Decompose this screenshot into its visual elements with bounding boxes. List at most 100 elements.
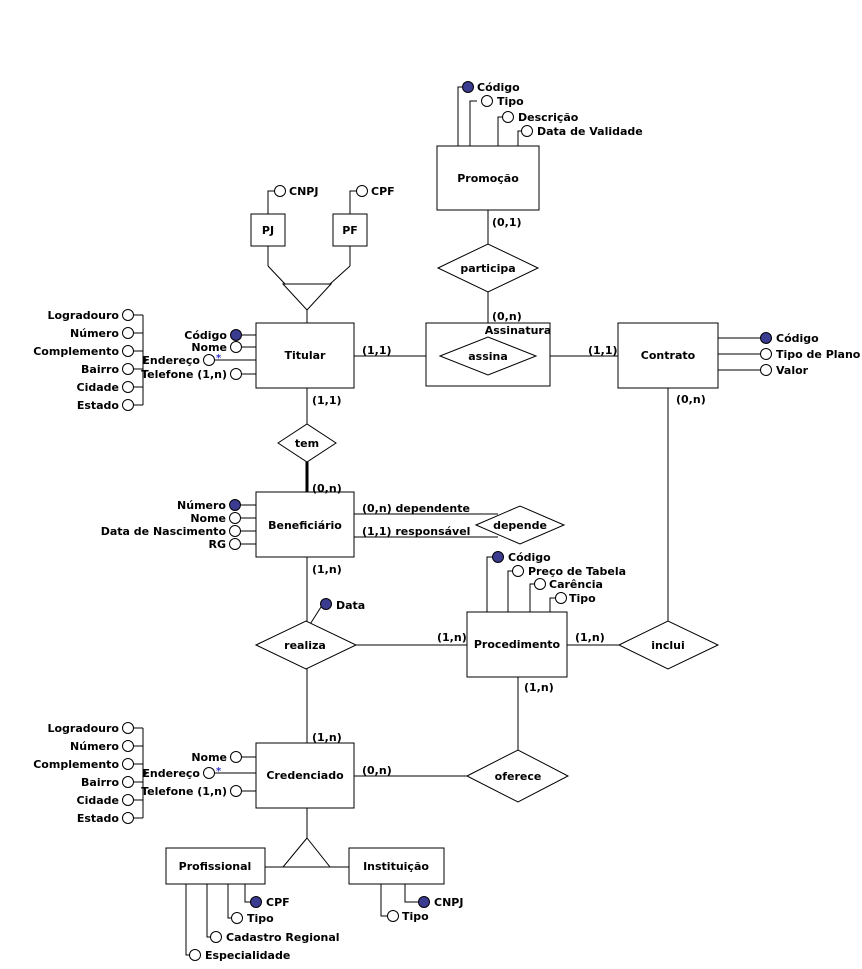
relationship-inclui-label: inclui [651, 639, 685, 652]
attributes-credenciado: Nome * Endereço Telefone (1,n) [141, 751, 242, 798]
identifier-dot [418, 896, 430, 908]
attribute-label: Código [508, 551, 551, 564]
cardinality-label: (0,1) [492, 216, 522, 229]
identifier-dot [229, 499, 241, 511]
relationship-tem[interactable]: tem [277, 423, 337, 463]
attributes-contrato: Código Tipo de Plano Valor [760, 332, 861, 377]
attribute-label: Especialidade [205, 949, 290, 962]
attribute-label: Logradouro [47, 722, 119, 735]
attributes-realiza: Data [320, 598, 365, 612]
attribute-dot [481, 95, 493, 107]
relationship-assina-label: assina [468, 350, 508, 363]
multivalued-marker: * [216, 353, 222, 364]
attribute-dot [122, 812, 134, 824]
attribute-label: Código [184, 329, 227, 342]
relationship-participa[interactable]: participa [436, 243, 540, 293]
relationship-tem-label: tem [295, 437, 319, 450]
attributes-titular: Código Nome * Endereço Telefone (1,n) [141, 329, 242, 381]
entity-titular[interactable]: Titular [255, 322, 355, 389]
attribute-label: Código [776, 332, 819, 345]
entity-assinatura-label: Assinatura [485, 324, 552, 337]
specialization-titular-triangle [281, 283, 333, 311]
entity-credenciado-label: Credenciado [266, 769, 344, 782]
attribute-label: Nome [190, 512, 226, 525]
attributes-profissional: CPF Tipo Cadastro Regional Especialidade [189, 896, 340, 962]
relationship-realiza-label: realiza [284, 639, 326, 652]
entity-beneficiario[interactable]: Beneficiário [255, 491, 355, 558]
specialization-credenciado-triangle [281, 837, 332, 868]
entity-instituicao-label: Instituição [363, 860, 429, 873]
attributes-promocao: Código Tipo Descrição Data de Validade [462, 81, 643, 138]
entity-pj[interactable]: PJ [250, 213, 286, 247]
identifier-dot [230, 329, 242, 341]
cardinality-labels: (0,1) (0,n) (1,1) (1,1) (1,1) (0,n) (0,n… [312, 216, 706, 777]
relationship-oferece-label: oferece [495, 770, 542, 783]
attribute-label: Valor [776, 364, 809, 377]
identifier-dot [492, 551, 504, 563]
attributes-procedimento: Código Preço de Tabela Carência Tipo [492, 551, 626, 605]
cardinality-label: (1,n) [312, 563, 342, 576]
attribute-dot [230, 785, 242, 797]
attribute-label: Cidade [77, 794, 119, 807]
attributes-beneficiario: Número Nome Data de Nascimento RG [101, 499, 241, 551]
cardinality-label: (0,n) [492, 310, 522, 323]
attribute-label: Número [177, 499, 226, 512]
attribute-label: Estado [77, 812, 120, 825]
attribute-label: RG [209, 538, 227, 551]
attribute-label: Logradouro [47, 309, 119, 322]
relationship-realiza[interactable]: realiza [254, 620, 358, 670]
attribute-label: Tipo [247, 912, 274, 925]
attribute-dot [230, 341, 242, 353]
attribute-label: CPF [266, 896, 290, 909]
attributes-titular-endereco: Logradouro Número Complemento Bairro Cid… [33, 309, 147, 412]
attribute-dot [203, 767, 215, 779]
entity-profissional-label: Profissional [179, 860, 252, 873]
entity-procedimento[interactable]: Procedimento [466, 611, 568, 678]
entity-pf-label: PF [342, 224, 358, 237]
attribute-label: Número [70, 327, 119, 340]
entity-instituicao[interactable]: Instituição [348, 847, 445, 885]
attribute-dot [230, 368, 242, 380]
attribute-dot [230, 751, 242, 763]
attribute-label: Tipo [402, 910, 429, 923]
entity-credenciado[interactable]: Credenciado [255, 742, 355, 809]
attribute-dot [122, 327, 134, 339]
relationship-oferece[interactable]: oferece [465, 749, 570, 803]
cardinality-label: (1,n) [575, 631, 605, 644]
attribute-label: Telefone (1,n) [141, 368, 227, 381]
attribute-dot [229, 538, 241, 550]
attribute-label: Preço de Tabela [528, 565, 626, 578]
attribute-dot [229, 512, 241, 524]
attribute-dot [122, 399, 134, 411]
attribute-label: CPF [371, 185, 395, 198]
entity-pf[interactable]: PF [332, 213, 368, 247]
attribute-dot [122, 794, 134, 806]
entity-promocao[interactable]: Promoção [436, 145, 540, 211]
attribute-label: Cidade [77, 381, 119, 394]
attribute-label: Número [70, 740, 119, 753]
attribute-label: CNPJ [289, 185, 318, 198]
attribute-label: Tipo [569, 592, 596, 605]
attribute-dot [210, 931, 222, 943]
attribute-label: Complemento [33, 345, 119, 358]
attribute-dot [122, 381, 134, 393]
entity-profissional[interactable]: Profissional [165, 847, 266, 885]
attribute-dot [122, 345, 134, 357]
attribute-dot [387, 910, 399, 922]
attribute-dot [512, 565, 524, 577]
identifier-dot [250, 896, 262, 908]
relationship-assina[interactable]: assina [438, 336, 538, 376]
entity-contrato[interactable]: Contrato [617, 322, 719, 389]
attribute-dot [760, 364, 772, 376]
cardinality-label: (1,n) [524, 681, 554, 694]
composite-junction [143, 358, 147, 362]
attribute-dot [760, 348, 772, 360]
identifier-dot [760, 332, 772, 344]
relationship-depende[interactable]: depende [474, 505, 566, 545]
attribute-label: Nome [191, 341, 227, 354]
attribute-label: Cadastro Regional [226, 931, 340, 944]
relationship-inclui[interactable]: inclui [617, 620, 720, 670]
attribute-label: Complemento [33, 758, 119, 771]
entity-titular-label: Titular [285, 349, 327, 362]
